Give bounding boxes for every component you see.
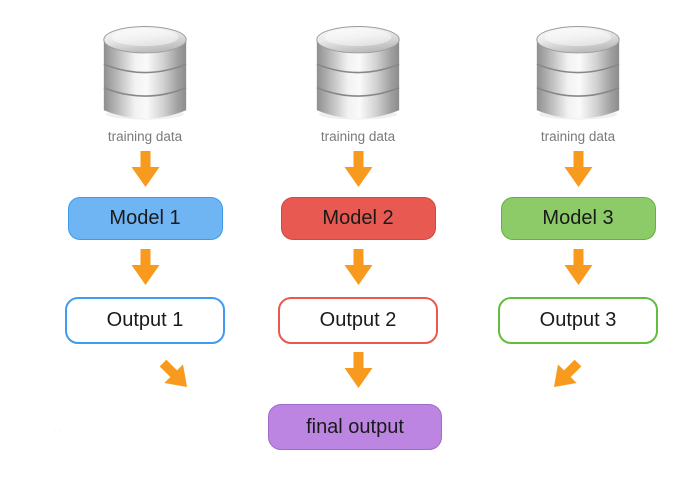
output-1-box: Output 1 (65, 297, 225, 344)
arrow-glyph (344, 249, 372, 285)
arrow-glyph (564, 249, 592, 285)
training-data-label: training data (107, 129, 183, 144)
arrow-down-right-icon (159, 359, 188, 388)
arrow-glyph (344, 352, 372, 388)
output-1-label: Output 1 (106, 309, 184, 331)
training-data-label: training data (320, 129, 396, 144)
output-3-label: Output 3 (539, 309, 617, 331)
output-3-box: Output 3 (498, 297, 658, 344)
arrow-glyph (131, 249, 159, 285)
faint-marks: ·· · (54, 428, 74, 434)
final-output-label: final output (306, 415, 404, 438)
model-2-label: Model 2 (322, 207, 394, 229)
arrow-down-icon (131, 151, 159, 187)
arrow-down-icon (344, 151, 372, 187)
database-icon (316, 25, 400, 120)
model-1-label: Model 1 (109, 207, 181, 229)
arrow-glyph (131, 151, 159, 187)
arrow-glyph (344, 151, 372, 187)
output-2-label: Output 2 (319, 309, 397, 331)
arrow-down-icon (344, 352, 372, 388)
training-data-label: training data (540, 129, 616, 144)
arrow-down-icon (564, 151, 592, 187)
ensemble-column-1: training data Model 1 Output 1 (25, 0, 265, 392)
arrow-down-icon (564, 249, 592, 285)
arrow-down-left-icon (553, 359, 582, 388)
output-2-box: Output 2 (278, 297, 438, 344)
database-icon (536, 25, 620, 120)
ensemble-column-2: training data Model 2 Output 2 (238, 0, 478, 388)
arrow-glyph (159, 359, 188, 388)
final-output-box: final output (268, 404, 442, 450)
model-3-box: Model 3 (500, 197, 656, 240)
arrow-glyph (564, 151, 592, 187)
arrow-glyph (553, 359, 582, 388)
ensemble-column-3: training data Model 3 Output 3 (458, 0, 698, 392)
arrow-down-icon (344, 249, 372, 285)
database-icon (103, 25, 187, 120)
model-2-box: Model 2 (280, 197, 436, 240)
arrow-down-icon (131, 249, 159, 285)
model-1-box: Model 1 (67, 197, 223, 240)
model-3-label: Model 3 (542, 207, 614, 229)
